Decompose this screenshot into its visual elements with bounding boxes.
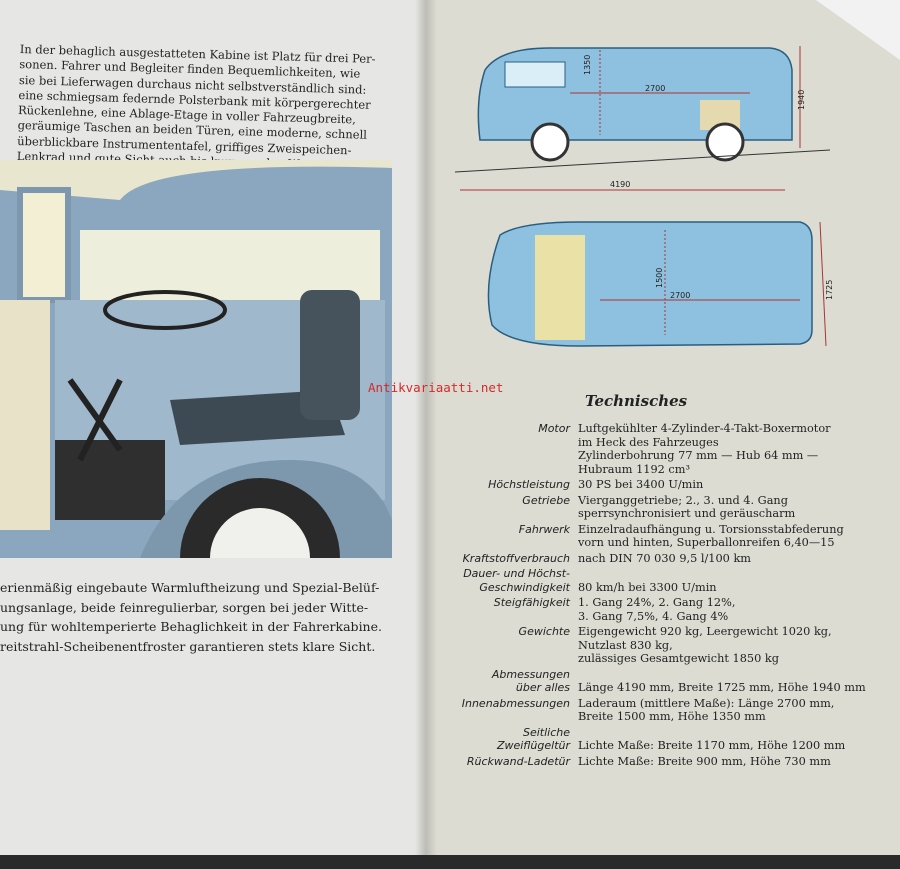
spec-value: Luftgekühlter 4-Zylinder-4-Takt-Boxermot…: [578, 422, 900, 476]
spec-value-line: Luftgekühlter 4-Zylinder-4-Takt-Boxermot…: [578, 422, 831, 435]
spec-value-line: Hubraum 1192 cm³: [578, 462, 690, 476]
spec-value-line: im Heck des Fahrzeuges: [578, 435, 719, 449]
spec-value-line: Lichte Maße: Breite 900 mm, Höhe 730 mm: [578, 754, 831, 768]
spec-label-line: Geschwindigkeit: [479, 580, 570, 594]
spec-value-line: Vierganggetriebe; 2., 3. und 4. Gang: [578, 493, 788, 507]
spec-value: Lichte Maße: Breite 1170 mm, Höhe 1200 m…: [578, 726, 900, 753]
dim-length-total: 4190: [610, 180, 630, 189]
spec-label: Motor: [440, 422, 578, 476]
spec-label-line: Zweiflügeltür: [496, 739, 570, 752]
text-line: ung für wohltemperierte Behaglichkeit in…: [0, 619, 382, 634]
side-view: 4190 2700 1350 1940: [454, 46, 831, 191]
spec-label-line: über alles: [515, 681, 570, 694]
spec-label-line: Steigfähigkeit: [493, 596, 570, 609]
spec-label-line: Innenabmessungen: [461, 696, 570, 710]
watermark: Antikvariaatti.net: [368, 380, 504, 395]
spec-label-line: Motor: [538, 422, 570, 435]
spec-label-line: Gewichte: [518, 625, 570, 638]
spec-row: Rückwand-Ladetür Lichte Maße: Breite 900 …: [440, 755, 900, 769]
spec-value: 80 km/h bei 3300 U/min: [578, 567, 900, 594]
spec-value-line: 30 PS bei 3400 U/min: [578, 478, 704, 491]
spec-row: Gewichte Eigengewicht 920 kg, Leergewicht…: [440, 625, 900, 666]
spec-label: Kraftstoffverbrauch: [440, 552, 578, 566]
spec-value-line: Einzelradaufhängung u. Torsionsstabfeder…: [578, 522, 844, 536]
spec-label: Innenabmessungen: [440, 697, 578, 724]
spec-row: Kraftstoffverbrauch nach DIN 70 030 9,5 l…: [440, 552, 900, 566]
spec-value: Einzelradaufhängung u. Torsionsstabfeder…: [578, 523, 900, 550]
spec-value: Laderaum (mittlere Maße): Länge 2700 mm,…: [578, 697, 900, 724]
spec-value-line: Lichte Maße: Breite 1170 mm, Höhe 1200 m…: [578, 739, 846, 752]
spec-value-line: Breite 1500 mm, Höhe 1350 mm: [578, 710, 766, 723]
page-gutter: [415, 0, 437, 855]
dim-width-total: 1725: [825, 280, 834, 300]
spec-row: Steigfähigkeit 1. Gang 24%, 2. Gang 12%,3…: [440, 596, 900, 623]
spec-label-line: Getriebe: [522, 493, 570, 507]
spec-value-line: Zylinderbohrung 77 mm — Hub 64 mm —: [578, 449, 819, 462]
spec-label-line: Seitliche: [522, 725, 570, 739]
caption-paragraph: erienmäßig eingebaute Warmluftheizung un…: [0, 578, 392, 656]
spec-value-line: vorn und hinten, Superballonreifen 6,40—…: [578, 536, 835, 549]
spec-value-line: 1. Gang 24%, 2. Gang 12%,: [578, 596, 736, 609]
dim-length-inner: 2700: [645, 84, 665, 93]
spec-label-line: Kraftstoffverbrauch: [462, 551, 570, 565]
intro-paragraph: In der behaglich ausgestatteten Kabine i…: [17, 42, 392, 175]
dim-height-inner: 1350: [583, 55, 592, 75]
spec-value: Eigengewicht 920 kg, Leergewicht 1020 kg…: [578, 625, 900, 666]
spec-row: Motor Luftgekühlter 4-Zylinder-4-Takt-Box…: [440, 422, 900, 476]
specs-table: Motor Luftgekühlter 4-Zylinder-4-Takt-Box…: [440, 422, 900, 770]
spec-value-line: 3. Gang 7,5%, 4. Gang 4%: [578, 609, 729, 623]
spec-value-line: Länge 4190 mm, Breite 1725 mm, Höhe 1940…: [578, 681, 866, 694]
van-dimension-diagram: 4190 2700 1350 1940 1725 2700 1500: [454, 46, 834, 347]
spec-label: Dauer- und Höchst-Geschwindigkeit: [440, 567, 578, 594]
text-line: reitstrahl-Scheibenentfroster garantiere…: [0, 638, 376, 654]
spec-label: Steigfähigkeit: [440, 596, 578, 623]
spec-value: 30 PS bei 3400 U/min: [578, 478, 900, 492]
dim-height-total: 1940: [797, 90, 806, 110]
spec-value-line: [578, 726, 900, 740]
spec-label-line: Abmessungen: [491, 667, 570, 681]
spec-value-line: 80 km/h bei 3300 U/min: [578, 580, 717, 594]
spec-value-line: Laderaum (mittlere Maße): Länge 2700 mm,: [578, 696, 835, 710]
top-view: 1725 2700 1500: [487, 221, 834, 347]
spec-value-line: Eigengewicht 920 kg, Leergewicht 1020 kg…: [578, 625, 832, 638]
spec-value-line: [578, 668, 900, 682]
spec-value-line: nach DIN 70 030 9,5 l/100 km: [578, 551, 752, 565]
specs-title: Technisches: [585, 392, 688, 410]
spec-row: Innenabmessungen Laderaum (mittlere Maße)…: [440, 697, 900, 724]
dim-width-inner: 1500: [655, 268, 664, 288]
spec-label: Gewichte: [440, 625, 578, 666]
text-line: erienmäßig eingebaute Warmluftheizung un…: [0, 580, 380, 595]
spec-label-line: Rückwand-Ladetür: [466, 754, 570, 768]
spec-label: Rückwand-Ladetür: [440, 755, 578, 769]
text-line: ungsanlage, beide feinregulierbar, sorge…: [0, 599, 369, 615]
dim-length-inner-top: 2700: [670, 291, 690, 300]
spec-value: Länge 4190 mm, Breite 1725 mm, Höhe 1940…: [578, 668, 900, 695]
spec-value: Lichte Maße: Breite 900 mm, Höhe 730 mm: [578, 755, 900, 769]
cabin-photo: [0, 160, 392, 558]
spec-row: Höchstleistung 30 PS bei 3400 U/min: [440, 478, 900, 492]
spec-label: Fahrwerk: [440, 523, 578, 550]
right-page: [425, 0, 900, 855]
spec-value-line: sperrsynchronisiert und geräuscharm: [578, 507, 796, 520]
spec-value-line: [578, 567, 900, 581]
spec-row: Getriebe Vierganggetriebe; 2., 3. und 4. …: [440, 494, 900, 521]
spec-label: Höchstleistung: [440, 478, 578, 492]
spec-label-line: Dauer- und Höchst-: [463, 567, 570, 580]
spec-value: nach DIN 70 030 9,5 l/100 km: [578, 552, 900, 566]
spec-value: 1. Gang 24%, 2. Gang 12%,3. Gang 7,5%, 4…: [578, 596, 900, 623]
spec-label-line: Höchstleistung: [488, 478, 570, 491]
spec-row: Fahrwerk Einzelradaufhängung u. Torsionss…: [440, 523, 900, 550]
spec-label-line: Fahrwerk: [518, 522, 570, 536]
spec-label: Getriebe: [440, 494, 578, 521]
spec-value-line: zulässiges Gesamtgewicht 1850 kg: [578, 652, 779, 665]
spec-value-line: Nutzlast 830 kg,: [578, 638, 673, 652]
